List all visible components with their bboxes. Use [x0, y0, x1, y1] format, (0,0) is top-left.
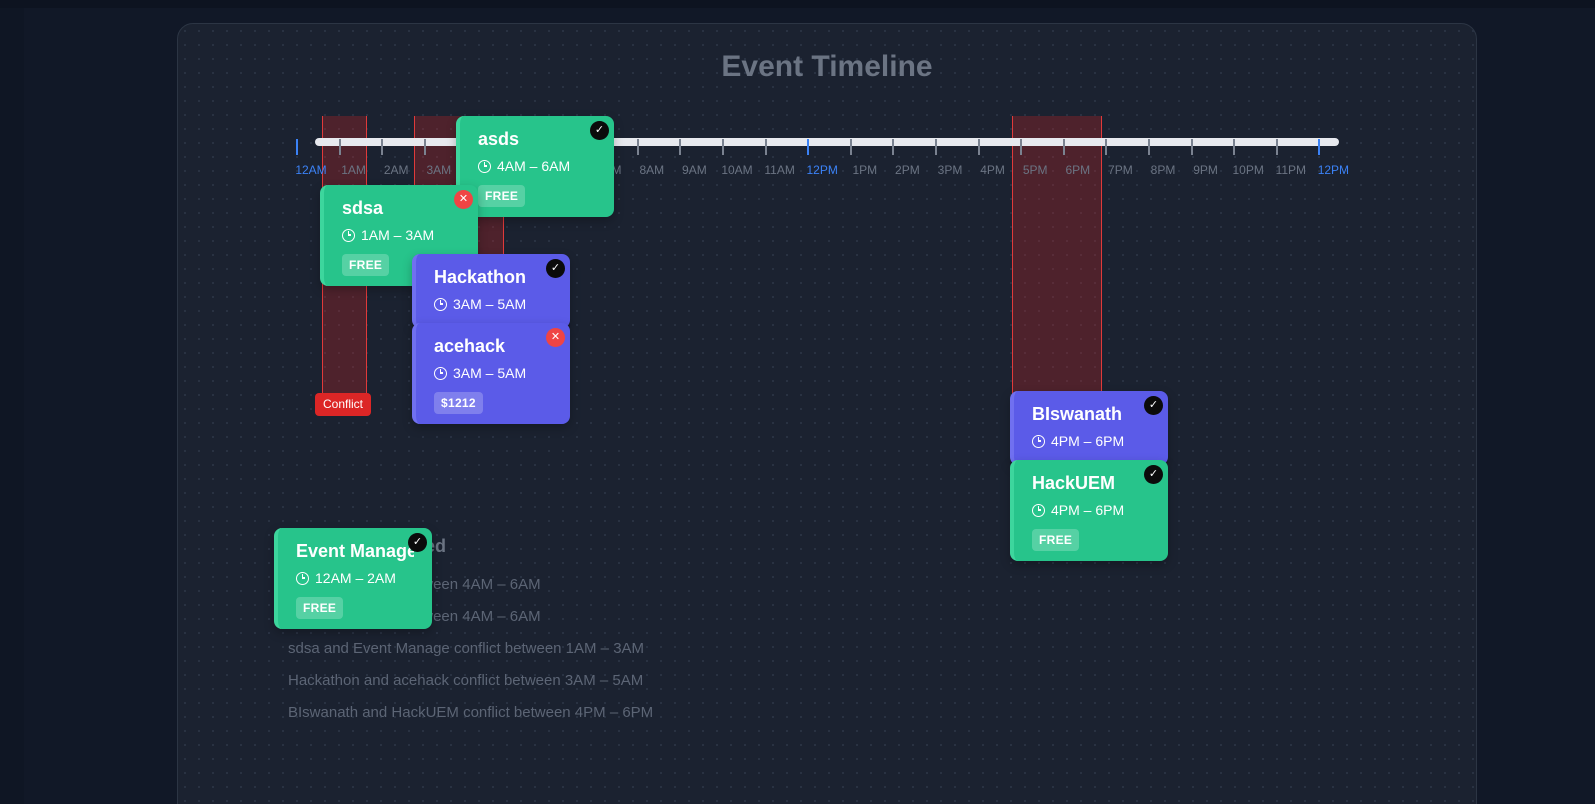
price-badge: FREE — [1032, 529, 1080, 551]
hour-label: 12PM — [1317, 163, 1350, 177]
check-icon[interactable]: ✓ — [408, 533, 427, 552]
conflict-item: BIswanath and HackUEM conflict between 4… — [288, 704, 654, 721]
event-time-row: 1AM – 3AM — [342, 226, 460, 244]
event-card[interactable]: acehack 3AM – 5AM $1212 ✕ — [412, 323, 570, 424]
price-badge: FREE — [296, 597, 344, 619]
price-badge: FREE — [342, 254, 390, 276]
event-time: 12AM – 2AM — [315, 570, 396, 586]
event-card[interactable]: Event Manage 12AM – 2AM FREE ✓ — [274, 528, 432, 629]
timeline-tick — [977, 139, 980, 155]
timeline-tick — [381, 139, 384, 155]
check-icon[interactable]: ✓ — [1144, 396, 1163, 415]
event-time-row: 3AM – 5AM — [434, 295, 552, 313]
timeline-tick — [764, 139, 767, 155]
timeline-tick — [636, 139, 639, 155]
hour-label: 7PM — [1108, 163, 1133, 177]
timeline-tick — [935, 139, 937, 155]
price-badge: $1212 — [434, 392, 483, 414]
timeline-tick — [1190, 139, 1193, 155]
hour-label: 3PM — [937, 163, 963, 177]
event-time-row: 4PM – 6PM — [1032, 501, 1150, 519]
conflict-item: Hackathon and acehack conflict between 3… — [288, 672, 644, 689]
timeline-tick — [1105, 139, 1108, 155]
left-edge — [0, 8, 24, 804]
hour-label: 8PM — [1150, 163, 1176, 177]
event-time: 4AM – 6AM — [497, 158, 571, 174]
hour-label: 6PM — [1065, 163, 1091, 177]
hour-label: 1AM — [341, 163, 366, 177]
hour-label: 9PM — [1193, 163, 1218, 177]
timeline-tick — [338, 139, 341, 155]
timeline-tick — [1148, 139, 1150, 155]
hour-label: 10AM — [721, 163, 753, 177]
timeline-tick — [1062, 139, 1065, 155]
timeline-tick — [807, 139, 810, 155]
hour-label: 5PM — [1022, 163, 1048, 177]
timeline-bar — [315, 138, 1339, 146]
event-name: Event Manage — [296, 541, 414, 561]
event-time: 3AM – 5AM — [453, 296, 527, 312]
hour-label: 12PM — [806, 163, 838, 177]
clock-icon — [1032, 434, 1045, 448]
event-name: HackUEM — [1032, 473, 1116, 493]
clock-icon — [342, 228, 355, 242]
event-name: BIswanath — [1032, 404, 1123, 424]
event-time: 1AM – 3AM — [361, 227, 435, 243]
clock-icon — [478, 159, 491, 173]
event-time: 3AM – 5AM — [453, 365, 527, 381]
price-badge: FREE — [478, 185, 526, 207]
clock-icon — [296, 571, 309, 585]
event-time-row: 4AM – 6AM — [478, 157, 596, 175]
event-card[interactable]: HackUEM 4PM – 6PM FREE ✓ — [1010, 460, 1168, 561]
event-time: 4PM – 6PM — [1051, 433, 1125, 449]
conflict-zone — [1012, 116, 1102, 408]
clock-icon — [434, 297, 447, 311]
check-icon[interactable]: ✓ — [590, 121, 609, 140]
event-time-row: 3AM – 5AM — [434, 364, 552, 382]
top-bar — [0, 0, 1595, 8]
hour-label: 3AM — [426, 163, 452, 177]
timeline-tick — [1275, 139, 1278, 155]
check-icon[interactable]: ✓ — [546, 259, 565, 278]
timeline-panel: Event Timeline Conflicts Detected ... an… — [177, 23, 1477, 804]
hour-label: 1PM — [852, 163, 878, 177]
hour-label: 2PM — [895, 163, 920, 177]
hour-label: 2AM — [383, 163, 409, 177]
hour-label: 12AM — [295, 163, 327, 177]
timeline-tick — [1233, 139, 1236, 155]
timeline-tick — [423, 139, 426, 155]
event-name: acehack — [434, 336, 506, 356]
event-card[interactable]: asds 4AM – 6AM FREE ✓ — [456, 116, 614, 217]
timeline-tick — [892, 139, 895, 155]
event-card[interactable]: BIswanath 4PM – 6PM ✓ — [1010, 391, 1168, 465]
timeline-tick — [849, 139, 852, 155]
event-name: sdsa — [342, 198, 384, 218]
clock-icon — [434, 366, 447, 380]
event-name: asds — [478, 129, 520, 149]
timeline-tick — [296, 139, 298, 155]
hour-label: 11AM — [764, 163, 795, 177]
clock-icon — [1032, 503, 1045, 517]
check-icon[interactable]: ✓ — [1144, 465, 1163, 484]
event-time-row: 4PM – 6PM — [1032, 432, 1150, 450]
hour-label: 4PM — [980, 163, 1005, 177]
timeline-tick — [1020, 139, 1023, 155]
timeline-tick — [679, 139, 682, 155]
event-time: 4PM – 6PM — [1051, 502, 1125, 518]
timeline-tick — [1318, 139, 1321, 155]
conflict-badge: Conflict — [315, 393, 372, 416]
hour-label: 10PM — [1232, 163, 1264, 177]
conflict-item: sdsa and Event Manage conflict between 1… — [288, 640, 645, 657]
event-name: Hackathon — [434, 267, 527, 287]
hour-label: 8AM — [639, 163, 665, 177]
hour-label: 11PM — [1275, 163, 1307, 177]
page-title: Event Timeline — [721, 50, 933, 83]
close-icon[interactable]: ✕ — [546, 328, 565, 347]
event-time-row: 12AM – 2AM — [296, 569, 414, 587]
timeline-tick — [722, 139, 724, 155]
close-icon[interactable]: ✕ — [454, 190, 473, 209]
hour-label: 9AM — [682, 163, 707, 177]
event-card[interactable]: Hackathon 3AM – 5AM ✓ — [412, 254, 570, 328]
